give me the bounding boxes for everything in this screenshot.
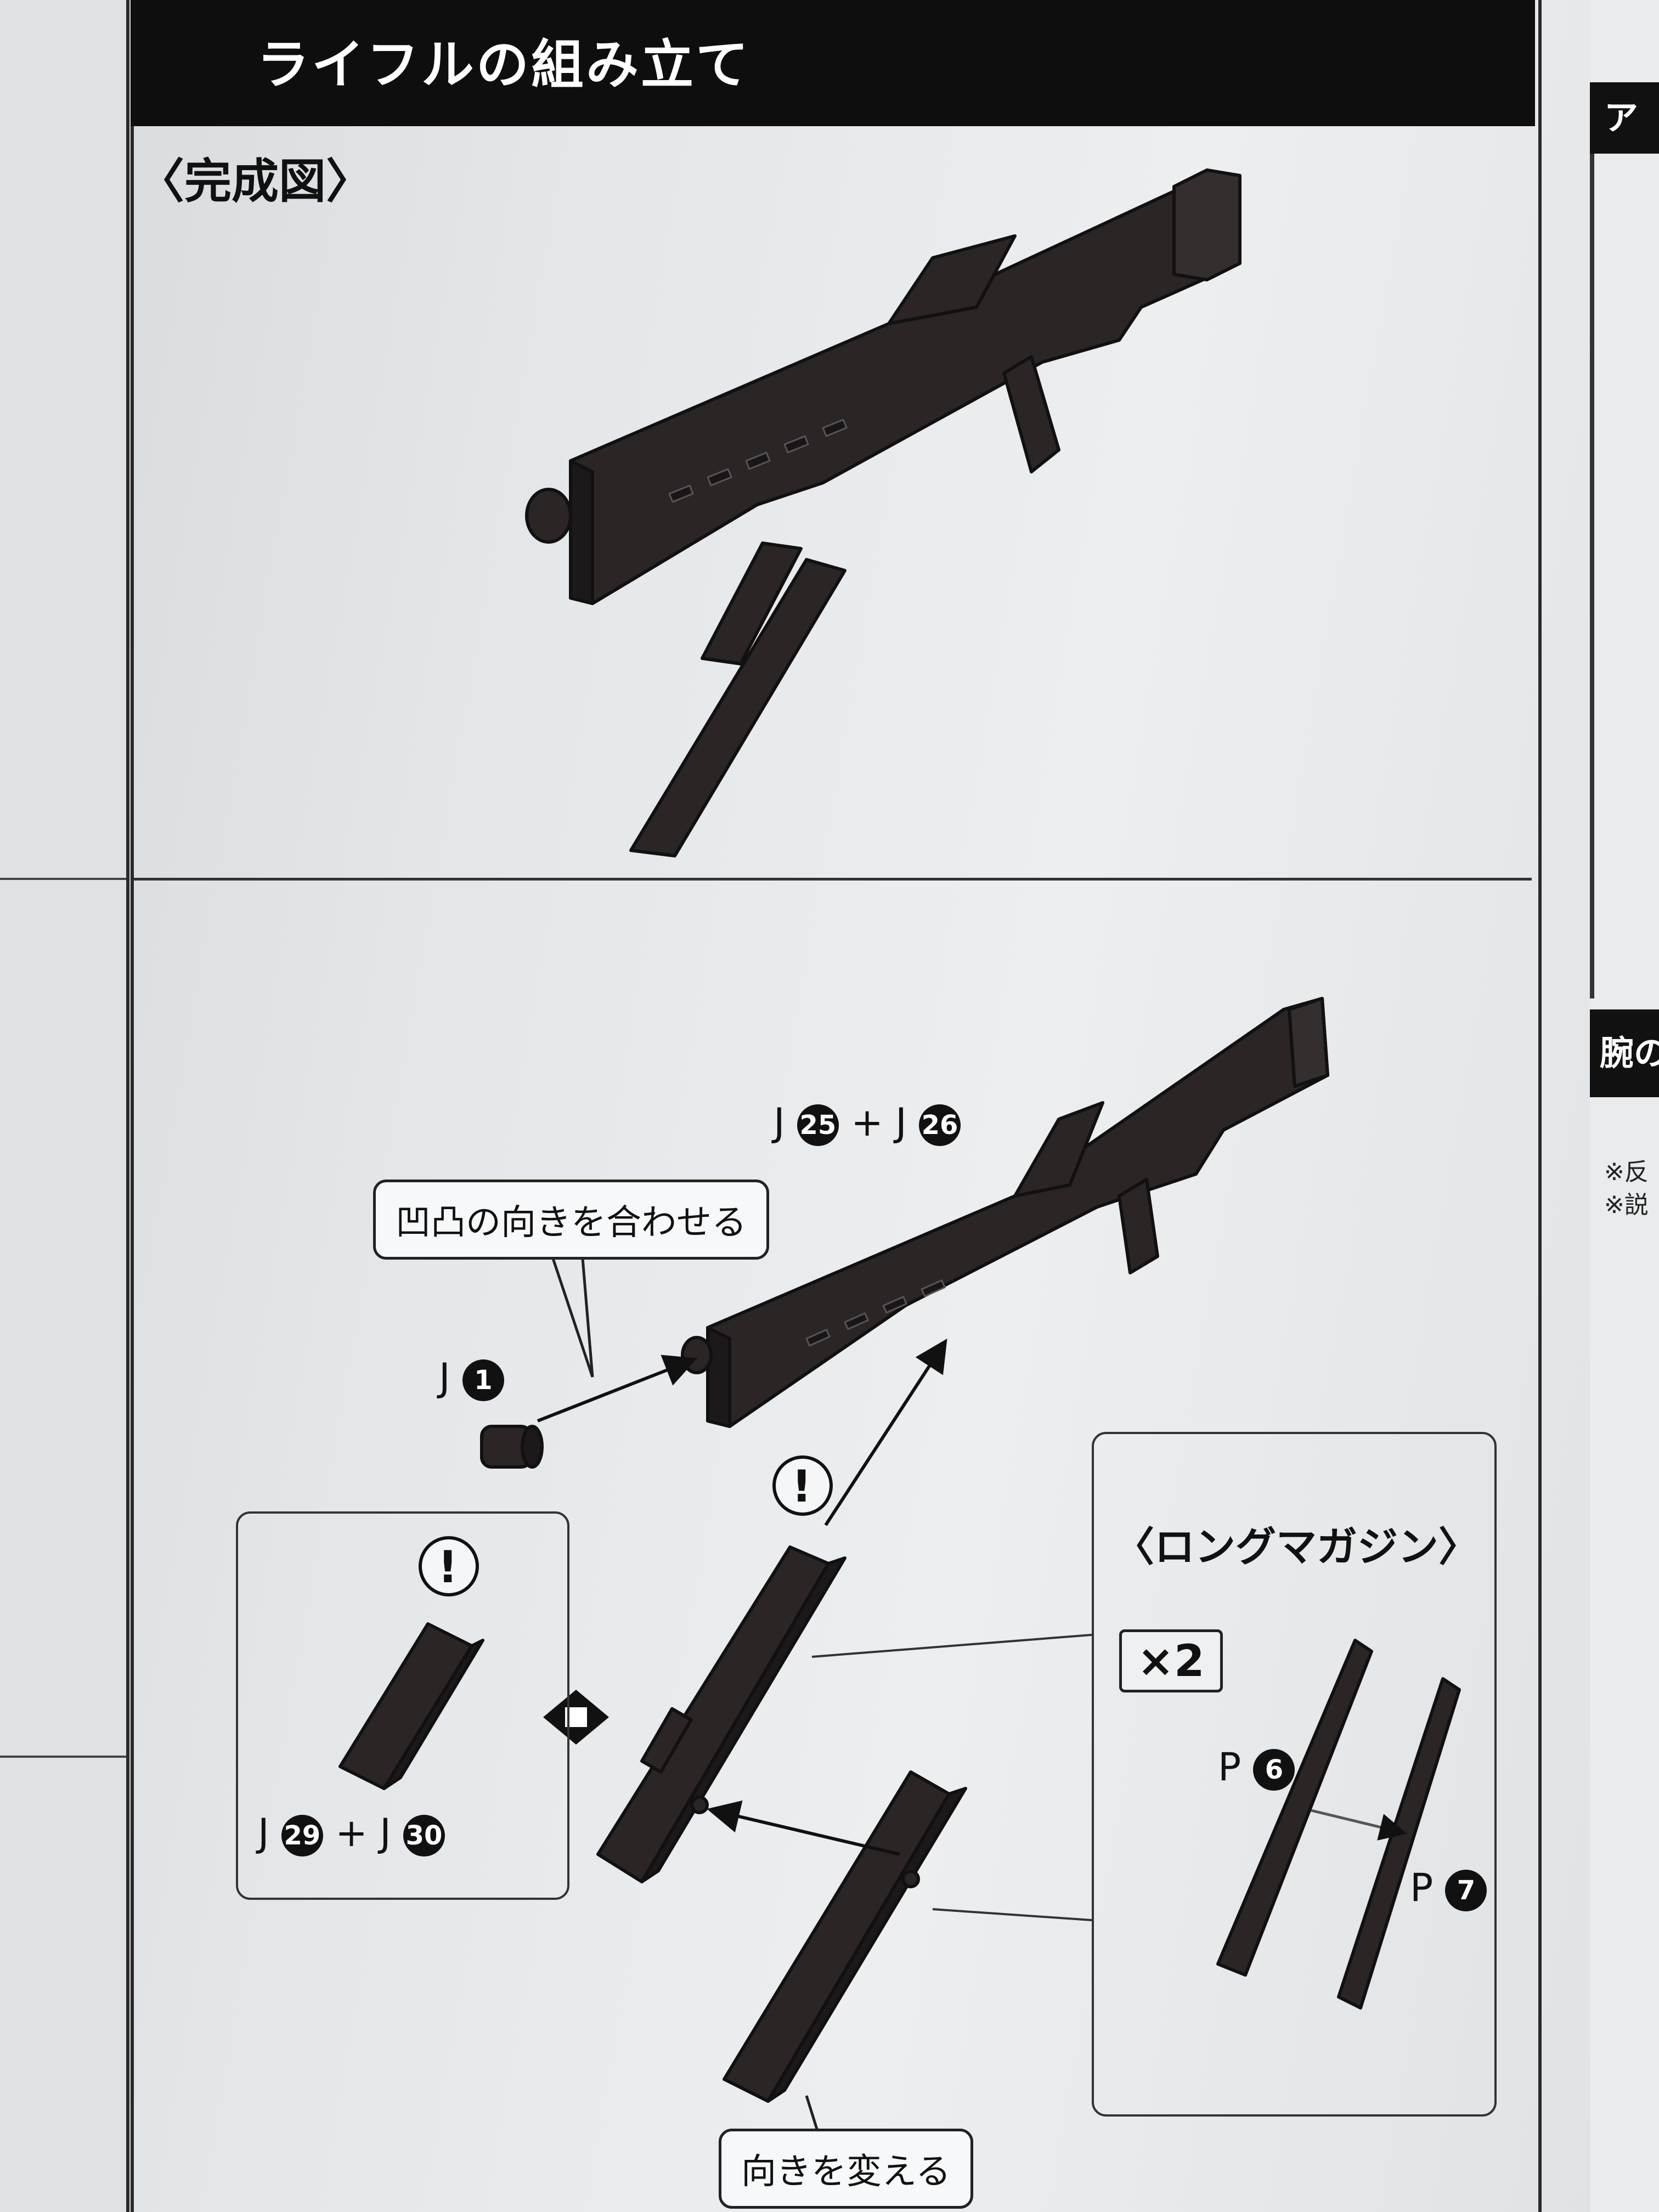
halves-arrow bbox=[1311, 1809, 1407, 1841]
muzzle-arrow bbox=[537, 1355, 698, 1423]
muzzle-alignment-callout: 凹凸の向きを合わせる bbox=[373, 1180, 769, 1260]
caution-icon bbox=[419, 1455, 833, 1596]
caution-mark-short: ! bbox=[438, 1542, 458, 1593]
right-page-column: ア 腕の ※反 ※説 bbox=[1590, 0, 1659, 2212]
finished-rifle-drawing bbox=[525, 168, 1242, 857]
right-note-2: ※説 bbox=[1604, 1191, 1649, 1219]
rotate-callout: 向きを変える bbox=[719, 2129, 974, 2209]
page-title: ライフルの組み立て bbox=[257, 34, 751, 95]
right-top-header: ア bbox=[1590, 82, 1659, 154]
finished-diagram-title: 〈完成図〉 bbox=[137, 154, 373, 209]
rifle-body-drawing bbox=[681, 997, 1329, 1428]
right-note-1: ※反 bbox=[1604, 1158, 1649, 1186]
long-magazine-assembled bbox=[596, 1545, 847, 1883]
p6-part-label: P 6 bbox=[1218, 1745, 1295, 1791]
quantity-badge: ×2 bbox=[1119, 1629, 1223, 1692]
page-frame bbox=[131, 0, 1542, 2212]
left-page-strip bbox=[0, 0, 129, 2212]
short-magazine-part bbox=[338, 1622, 484, 1790]
magazine-to-body-arrow bbox=[824, 1338, 947, 1526]
short-magazine-part-label: J 29 + J 30 bbox=[258, 1810, 445, 1857]
short-magazine-box bbox=[236, 1511, 569, 1900]
long-magazine-title: 〈ロングマガジン〉 bbox=[1114, 1523, 1479, 1571]
long-magazine-halves bbox=[1216, 1639, 1461, 2010]
rifle-body-part-label: J 25 + J 26 bbox=[774, 1100, 961, 1146]
long-magazine-box bbox=[1092, 1432, 1497, 2117]
muzzle-cap-part bbox=[480, 1425, 544, 1469]
right-section-header: 腕の bbox=[1590, 1009, 1659, 1097]
rotate-arrow bbox=[707, 1800, 900, 1856]
section-header: ライフルの組み立て bbox=[131, 0, 1535, 126]
p7-part-label: P 7 bbox=[1410, 1865, 1487, 1911]
caution-mark-long: ! bbox=[792, 1461, 812, 1512]
muzzle-part-label: J 1 bbox=[439, 1355, 504, 1401]
section-divider bbox=[134, 878, 1532, 881]
